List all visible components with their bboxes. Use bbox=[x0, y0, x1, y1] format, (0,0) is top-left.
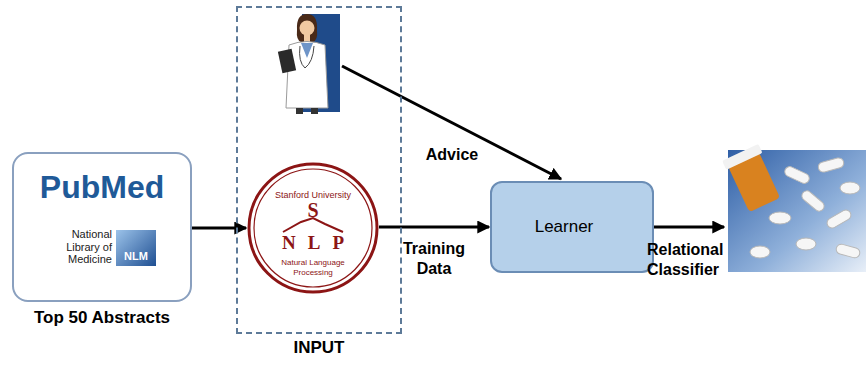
logo-text: PubMed bbox=[14, 168, 190, 206]
pill bbox=[800, 189, 826, 213]
pills-picture bbox=[722, 144, 866, 272]
logo-arc-text: Natural Language Processing bbox=[271, 258, 355, 277]
box-heading: Top 50 Abstracts bbox=[12, 308, 192, 328]
doctor-neck bbox=[304, 35, 310, 42]
logo-circle: Stanford UniversitySNLPNatural Language … bbox=[247, 162, 379, 294]
bottle-cap bbox=[722, 144, 762, 170]
logo-ring bbox=[249, 164, 377, 292]
doctor-leg bbox=[296, 108, 303, 114]
connector-arrow bbox=[379, 226, 489, 229]
input-band: Stanford UniversitySNLPNatural Language … bbox=[236, 6, 402, 334]
edge-label: Advice bbox=[414, 145, 490, 165]
doctor-leg bbox=[311, 108, 318, 114]
stethoscope bbox=[300, 46, 314, 68]
clipboard bbox=[278, 49, 296, 73]
box-label: Learner bbox=[492, 183, 636, 271]
logo-ring bbox=[254, 169, 372, 287]
logo-letter: S bbox=[283, 199, 343, 221]
advice-arrow bbox=[342, 66, 561, 179]
pill bbox=[769, 212, 791, 224]
pill bbox=[825, 208, 853, 230]
doctor-coat bbox=[286, 42, 328, 109]
logo-subtext: National Library of Medicine bbox=[44, 228, 112, 266]
pills bbox=[750, 157, 861, 259]
doctor-figure bbox=[278, 14, 340, 114]
pill bbox=[783, 165, 811, 185]
logo-letters: NLP bbox=[268, 233, 358, 254]
pills-background bbox=[728, 150, 866, 272]
source-box: PubMedNational Library of MedicineNLMTop… bbox=[12, 152, 192, 302]
logo-badge: NLM bbox=[116, 230, 156, 266]
pill bbox=[817, 157, 845, 173]
pill bbox=[750, 246, 770, 258]
pill-bottle bbox=[722, 144, 783, 213]
pill bbox=[840, 182, 860, 194]
doctor-face bbox=[300, 21, 315, 36]
edge-label: Relational Classifier bbox=[647, 240, 727, 280]
pill bbox=[796, 238, 816, 250]
edge-label: Training Data bbox=[389, 239, 479, 279]
doctor-shirt bbox=[301, 43, 313, 58]
pill bbox=[835, 243, 861, 259]
band-heading: INPUT bbox=[236, 338, 402, 358]
doctor-hair bbox=[297, 14, 317, 42]
learner-box: Learner bbox=[490, 181, 654, 273]
